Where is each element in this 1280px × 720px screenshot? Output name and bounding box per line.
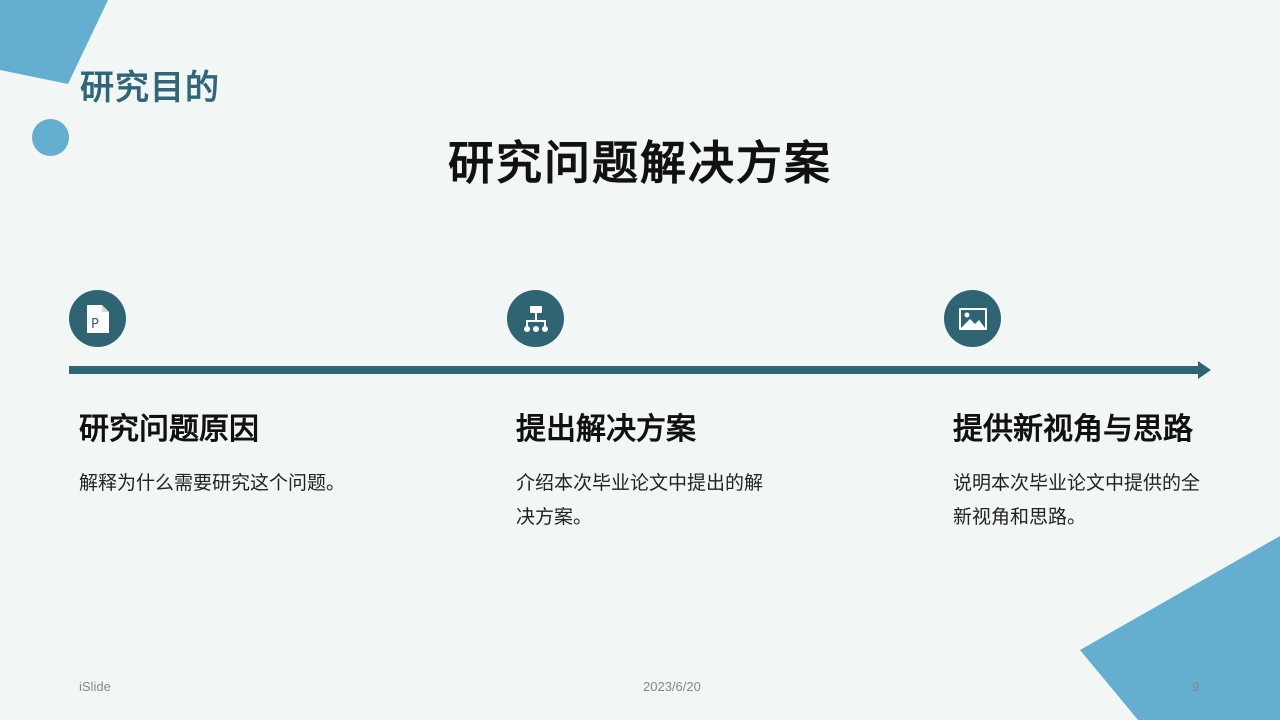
step-2-icon-badge xyxy=(507,290,564,347)
svg-text:P: P xyxy=(91,317,99,332)
top-left-decorative-triangle xyxy=(0,0,108,84)
step-3-icon-badge xyxy=(944,290,1001,347)
slide-title: 研究问题解决方案 xyxy=(448,136,832,190)
step-3-description: 说明本次毕业论文中提供的全新视角和思路。 xyxy=(953,472,1201,528)
org-chart-icon xyxy=(523,305,548,332)
image-icon xyxy=(958,307,987,330)
section-label: 研究目的 xyxy=(80,68,220,108)
step-3-heading: 提供新视角与思路 xyxy=(953,412,1193,447)
footer-page-number: 9 xyxy=(1192,679,1200,694)
decorative-circle xyxy=(32,119,69,156)
timeline-arrow xyxy=(69,361,1211,379)
bottom-right-decorative-triangle xyxy=(1080,536,1280,720)
step-2-heading: 提出解决方案 xyxy=(516,412,696,447)
footer-brand: iSlide xyxy=(79,679,111,694)
footer-date: 2023/6/20 xyxy=(643,679,701,694)
step-1-description: 解释为什么需要研究这个问题。 xyxy=(79,472,346,494)
step-1-heading: 研究问题原因 xyxy=(79,412,259,447)
step-2-description: 介绍本次毕业论文中提出的解决方案。 xyxy=(516,472,764,528)
step-1-icon-badge: P xyxy=(69,290,126,347)
document-p-icon: P xyxy=(86,304,109,333)
